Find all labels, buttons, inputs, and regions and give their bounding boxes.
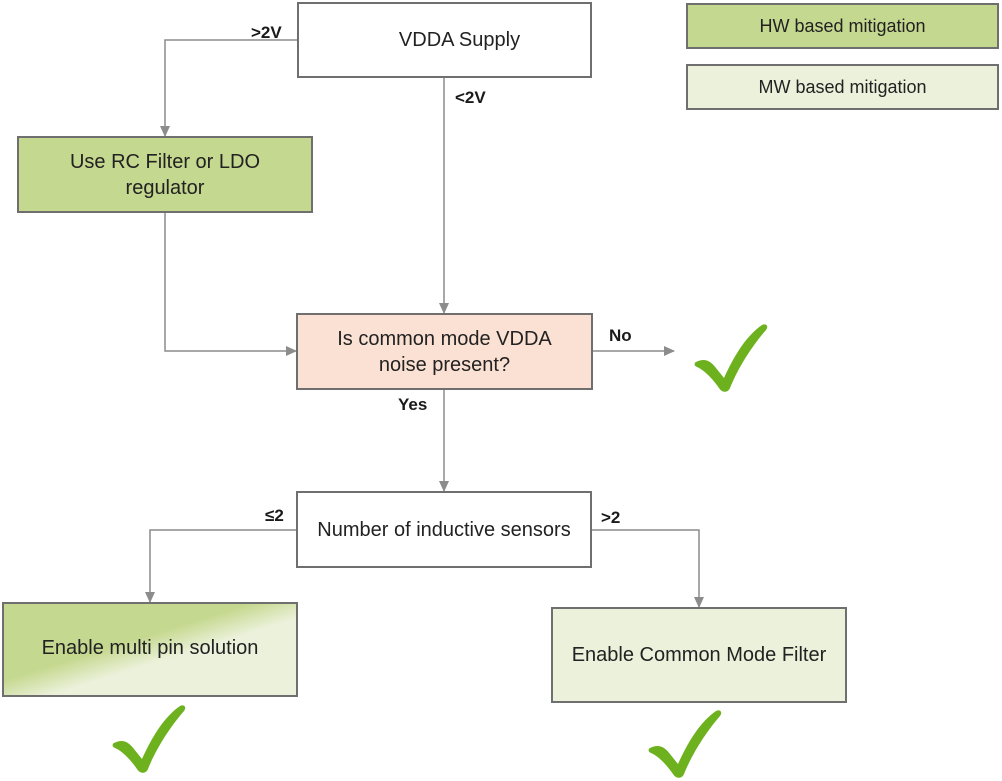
node-multi-pin: Enable multi pin solution (2, 602, 298, 697)
node-rc-filter-label: Use RC Filter or LDO regulator (69, 150, 261, 199)
edge-label-yes: Yes (398, 395, 428, 414)
edge-label-lt2v: <2V (455, 88, 486, 107)
check-icon (112, 705, 186, 773)
connector-supply-to-rc (160, 39, 297, 137)
connector-rc-to-question (164, 213, 297, 356)
node-sensors-label: Number of inductive sensors (317, 518, 571, 541)
node-cm-filter-label: Enable Common Mode Filter (571, 644, 827, 666)
legend-hw-box: HW based mitigation (686, 3, 999, 49)
connector-sensors-to-multipin (145, 529, 297, 603)
legend-hw-label: HW based mitigation (759, 16, 926, 36)
edge-label-gt2: >2 (601, 508, 621, 527)
edge-label-no: No (609, 326, 632, 345)
check-icon (694, 324, 768, 392)
legend-mw-label: MW based mitigation (758, 77, 927, 97)
node-multi-pin-label: Enable multi pin solution (41, 636, 259, 659)
connector-sensors-to-cmfilter (592, 529, 704, 608)
node-vdda-supply: VDDA Supply (297, 2, 592, 78)
node-question: Is common mode VDDA noise present? (296, 313, 593, 390)
node-question-label: Is common mode VDDA noise present? (337, 327, 552, 376)
node-rc-filter: Use RC Filter or LDO regulator (17, 136, 313, 213)
check-icon (648, 710, 722, 778)
edge-label-gt2v: >2V (251, 23, 282, 42)
node-sensors: Number of inductive sensors (296, 491, 592, 568)
legend-mw-box: MW based mitigation (686, 64, 999, 110)
edge-label-le2: ≤2 (265, 506, 284, 525)
node-cm-filter: Enable Common Mode Filter (551, 607, 847, 703)
node-vdda-supply-label: VDDA Supply (398, 29, 521, 51)
